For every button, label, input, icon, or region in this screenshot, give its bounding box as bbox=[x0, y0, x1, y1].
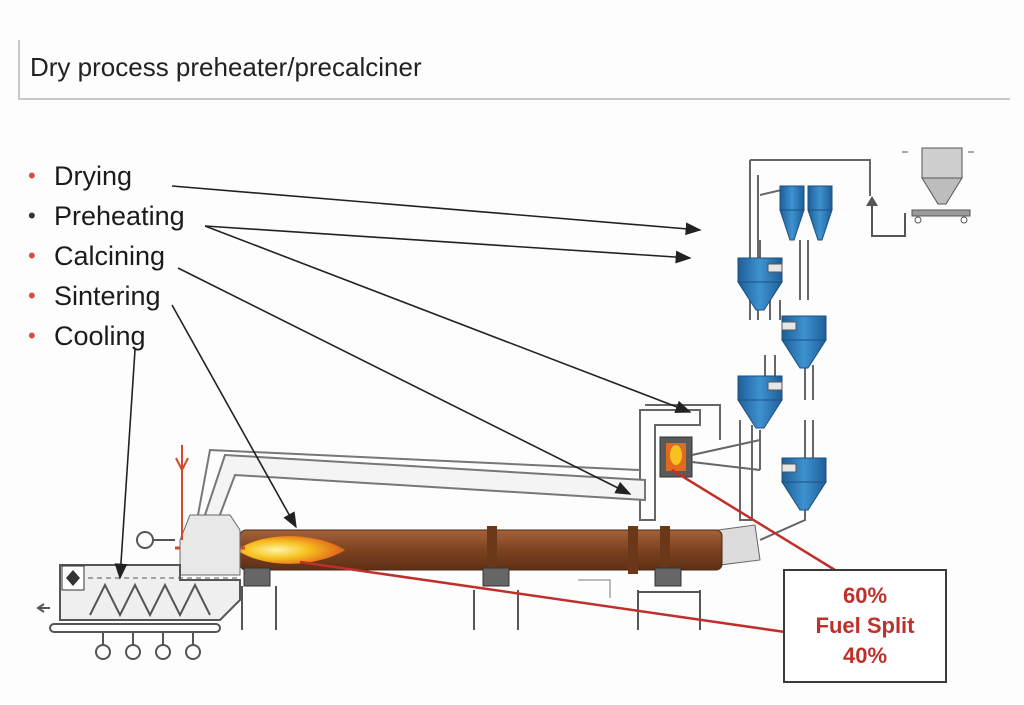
kiln-tyre bbox=[628, 526, 638, 574]
kiln-tyre bbox=[660, 526, 670, 574]
drying-pointer-arrow bbox=[171, 185, 702, 236]
bullet-label: Sintering bbox=[54, 280, 161, 311]
cyclone-stage-5 bbox=[781, 457, 827, 511]
bullet-dot: • bbox=[28, 323, 36, 348]
cooler-fans bbox=[95, 632, 201, 660]
bullet-item-cooling: • Cooling bbox=[28, 316, 185, 356]
bullet-label: Cooling bbox=[54, 320, 146, 351]
precalciner-vessel bbox=[659, 436, 693, 478]
raw-meal-silo bbox=[902, 147, 974, 224]
calcining-pointer-arrow bbox=[177, 267, 632, 495]
bullet-label: Drying bbox=[54, 160, 133, 191]
kiln-support-1 bbox=[241, 567, 277, 630]
fuel-split-pointer-kiln bbox=[299, 560, 786, 634]
tertiary-air-duct-outline bbox=[197, 448, 641, 516]
preheater-ducts bbox=[639, 159, 871, 541]
kiln-support-3 bbox=[637, 567, 701, 630]
cooling-pointer-arrow bbox=[114, 349, 136, 580]
kiln-inlet-hood bbox=[717, 524, 761, 566]
fuel-split-box: 60% Fuel Split 40% bbox=[783, 569, 947, 683]
drive-gear bbox=[578, 579, 611, 598]
kiln-tyre bbox=[487, 526, 497, 574]
bullet-dot: • bbox=[28, 163, 36, 188]
page-title: Dry process preheater/precalciner bbox=[30, 52, 422, 82]
cyclone-stage-2 bbox=[737, 257, 783, 311]
bullet-dot: • bbox=[28, 283, 36, 308]
cyclone-stage-4 bbox=[737, 375, 783, 429]
kiln-hood bbox=[179, 514, 241, 576]
fuel-split-label: Fuel Split bbox=[815, 613, 915, 638]
bullet-item-drying: • Drying bbox=[28, 156, 185, 196]
clinker-cooler bbox=[36, 564, 241, 633]
tertiary-air-duct bbox=[203, 453, 646, 522]
bullet-dot: • bbox=[28, 203, 36, 228]
bullet-item-calcining: • Calcining bbox=[28, 236, 185, 276]
cyclone-stage-3 bbox=[781, 315, 827, 369]
feed-arrow-icon bbox=[866, 196, 878, 206]
sintering-pointer-arrow bbox=[171, 304, 297, 529]
bullet-label: Preheating bbox=[54, 200, 185, 231]
kiln-support-2 bbox=[473, 567, 519, 630]
primary-air-fan-icon bbox=[136, 531, 154, 549]
fuel-split-pointer-precalciner bbox=[671, 468, 836, 572]
bullet-label: Calcining bbox=[54, 240, 166, 271]
fuel-input-arrow-icon bbox=[175, 457, 189, 473]
title-bar bbox=[18, 40, 1010, 100]
bullet-item-preheating: • Preheating bbox=[28, 196, 185, 236]
kiln-flame bbox=[240, 536, 345, 564]
fuel-split-bottom-percent: 40% bbox=[842, 643, 888, 668]
bullet-list: • Drying • Preheating • Calcining • Sinterin… bbox=[28, 156, 185, 356]
preheating-pointer-arrow-1 bbox=[204, 225, 692, 264]
precalciner-duct bbox=[691, 439, 761, 471]
cyclone-stage-1b bbox=[807, 185, 833, 241]
bullet-item-sintering: • Sintering bbox=[28, 276, 185, 316]
fuel-split-top-percent: 60% bbox=[842, 583, 888, 608]
feed-pipe bbox=[871, 198, 906, 237]
preheating-pointer-arrow-2 bbox=[204, 225, 692, 413]
bullet-dot: • bbox=[28, 243, 36, 268]
cyclone-stage-1a bbox=[779, 185, 805, 241]
